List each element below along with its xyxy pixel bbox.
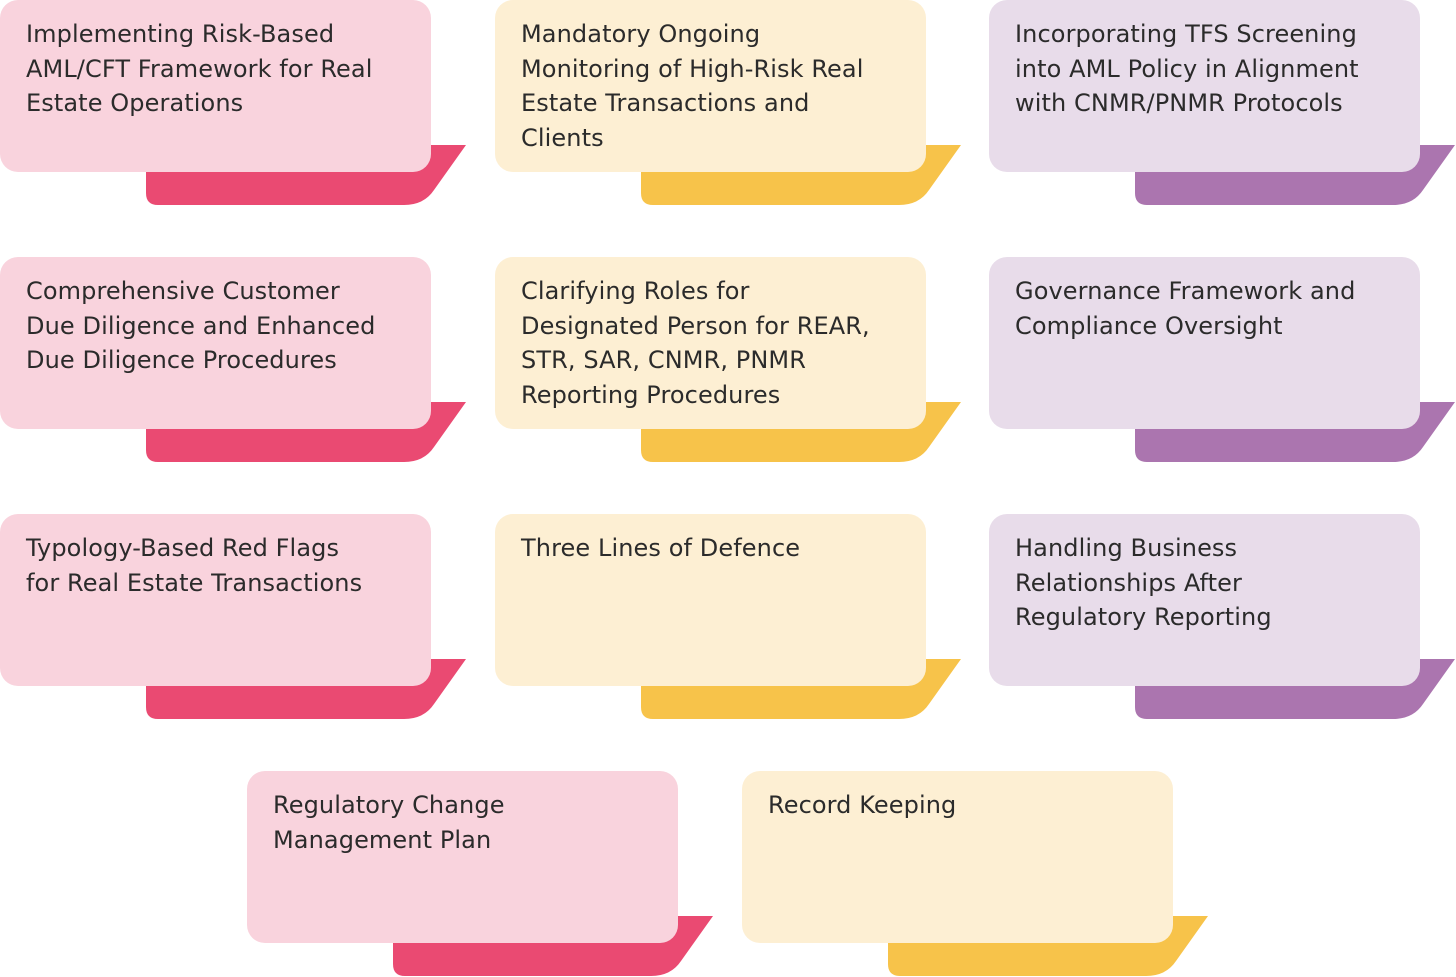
card-label: Incorporating TFS Screening into AML Pol… [1015,20,1359,117]
card-label: Governance Framework and Compliance Over… [1015,277,1356,340]
card-box: Typology-Based Red Flags for Real Estate… [0,514,431,686]
card-label: Handling Business Relationships After Re… [1015,534,1272,631]
card-box: Handling Business Relationships After Re… [989,514,1420,686]
card-label: Regulatory Change Management Plan [273,791,505,854]
card-box: Regulatory Change Management Plan [247,771,678,943]
card-label: Typology-Based Red Flags for Real Estate… [26,534,363,597]
card-box: Mandatory Ongoing Monitoring of High-Ris… [495,0,926,172]
card-three-lines-of-defence: Three Lines of Defence [495,514,961,719]
card-label: Comprehensive Customer Due Diligence and… [26,277,376,374]
card-label: Record Keeping [768,791,957,819]
card-regulatory-change: Regulatory Change Management Plan [247,771,713,976]
card-box: Implementing Risk-Based AML/CFT Framewor… [0,0,431,172]
card-box: Three Lines of Defence [495,514,926,686]
card-box: Record Keeping [742,771,1173,943]
card-governance-framework: Governance Framework and Compliance Over… [989,257,1455,462]
card-record-keeping: Record Keeping [742,771,1208,976]
card-box: Incorporating TFS Screening into AML Pol… [989,0,1420,172]
card-box: Comprehensive Customer Due Diligence and… [0,257,431,429]
card-risk-based-framework: Implementing Risk-Based AML/CFT Framewor… [0,0,466,205]
card-red-flags: Typology-Based Red Flags for Real Estate… [0,514,466,719]
card-label: Mandatory Ongoing Monitoring of High-Ris… [521,20,864,152]
card-label: Implementing Risk-Based AML/CFT Framewor… [26,20,373,117]
card-due-diligence: Comprehensive Customer Due Diligence and… [0,257,466,462]
card-box: Governance Framework and Compliance Over… [989,257,1420,429]
card-label: Three Lines of Defence [521,534,801,562]
card-box: Clarifying Roles for Designated Person f… [495,257,926,429]
card-designated-person-roles: Clarifying Roles for Designated Person f… [495,257,961,462]
card-tfs-screening: Incorporating TFS Screening into AML Pol… [989,0,1455,205]
card-business-relationships: Handling Business Relationships After Re… [989,514,1455,719]
card-ongoing-monitoring: Mandatory Ongoing Monitoring of High-Ris… [495,0,961,205]
card-label: Clarifying Roles for Designated Person f… [521,277,870,409]
